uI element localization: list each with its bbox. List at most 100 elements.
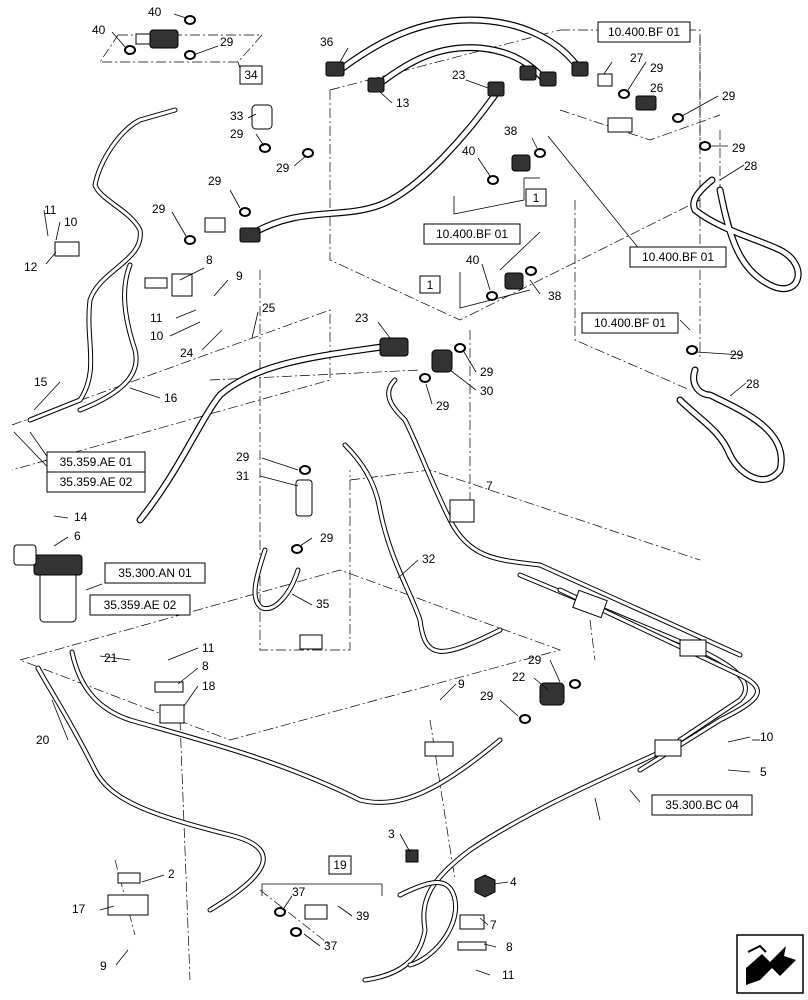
callout-7: 7 <box>490 918 497 932</box>
ref-35-300-bc-04[interactable]: 35.300.BC 04 <box>651 794 753 816</box>
callout-11: 11 <box>150 311 163 325</box>
callout-9: 9 <box>236 269 243 283</box>
callout-5: 5 <box>760 765 767 779</box>
svg-text:34: 34 <box>244 68 258 82</box>
callout-29: 29 <box>480 689 494 703</box>
callout-29: 29 <box>650 61 664 75</box>
svg-text:19: 19 <box>333 858 347 872</box>
svg-text:1: 1 <box>533 191 540 205</box>
callout-29: 29 <box>436 399 450 413</box>
fittings <box>13 29 707 951</box>
ref-35-359-ae-02-filter[interactable]: 35.359.AE 02 <box>89 594 191 616</box>
callout-27: 27 <box>630 51 644 65</box>
callout-29: 29 <box>220 35 234 49</box>
pipes <box>27 107 760 983</box>
callout-24: 24 <box>180 346 194 360</box>
callout-9: 9 <box>458 677 465 691</box>
ref-10-400-bf-01-mid[interactable]: 10.400.BF 01 <box>423 223 521 245</box>
o-rings <box>124 15 711 937</box>
callout-8: 8 <box>206 253 213 267</box>
svg-text:35.300.AN 01: 35.300.AN 01 <box>118 566 192 580</box>
callout-29: 29 <box>230 127 244 141</box>
callout-29: 29 <box>276 161 290 175</box>
callout-29: 29 <box>528 653 542 667</box>
callout-29: 29 <box>236 450 250 464</box>
callout-36: 36 <box>320 35 334 49</box>
callout-11: 11 <box>44 203 57 217</box>
callout-9: 9 <box>100 959 107 973</box>
callout-17: 17 <box>72 902 86 916</box>
callout-8: 8 <box>202 659 209 673</box>
callout-10: 10 <box>760 730 774 744</box>
ref-10-400-bf-01-top[interactable]: 10.400.BF 01 <box>597 21 691 43</box>
callout-23: 23 <box>452 68 466 82</box>
svg-text:35.359.AE 01: 35.359.AE 01 <box>60 455 133 469</box>
callout-38: 38 <box>504 124 518 138</box>
ref-35-359-ae-01[interactable]: 35.359.AE 01 <box>46 451 146 473</box>
callout-6: 6 <box>74 529 81 543</box>
next-page-arrow-icon[interactable] <box>736 934 804 994</box>
callout-32: 32 <box>422 552 436 566</box>
boxed-number-19: 19 <box>328 855 352 875</box>
callout-26: 26 <box>650 81 664 95</box>
callout-14: 14 <box>74 510 88 524</box>
callout-29: 29 <box>208 174 222 188</box>
callout-29: 29 <box>732 141 746 155</box>
callout-10: 10 <box>64 215 78 229</box>
ref-10-400-bf-01-right[interactable]: 10.400.BF 01 <box>629 246 727 268</box>
callout-23: 23 <box>355 311 369 325</box>
callout-15: 15 <box>34 375 48 389</box>
callout-39: 39 <box>356 909 370 923</box>
callout-40: 40 <box>466 253 480 267</box>
ref-35-359-ae-02-left[interactable]: 35.359.AE 02 <box>46 471 146 493</box>
callout-29: 29 <box>722 89 736 103</box>
callout-28: 28 <box>746 377 760 391</box>
callout-3: 3 <box>388 827 395 841</box>
hoses <box>136 16 802 524</box>
callout-21: 21 <box>104 651 118 665</box>
callout-10: 10 <box>150 329 164 343</box>
svg-text:35.300.BC 04: 35.300.BC 04 <box>665 798 739 812</box>
callout-8: 8 <box>506 940 513 954</box>
callout-29: 29 <box>480 365 494 379</box>
callout-11: 11 <box>502 968 515 982</box>
callout-22: 22 <box>512 670 526 684</box>
callout-29: 29 <box>320 531 334 545</box>
callout-35: 35 <box>316 597 330 611</box>
callout-40: 40 <box>92 23 106 37</box>
svg-text:10.400.BF 01: 10.400.BF 01 <box>594 316 666 330</box>
callout-18: 18 <box>202 679 216 693</box>
callout-25: 25 <box>262 301 276 315</box>
svg-text:1: 1 <box>427 278 434 292</box>
callout-4: 4 <box>510 875 517 889</box>
leader-lines <box>13 13 760 976</box>
callout-labels: 40 40 29 36 13 23 33 29 29 27 29 26 29 2… <box>24 5 774 982</box>
callout-37: 37 <box>324 939 338 953</box>
ref-35-300-an-01[interactable]: 35.300.AN 01 <box>104 562 206 584</box>
callout-29: 29 <box>152 202 166 216</box>
ref-10-400-bf-01-low[interactable]: 10.400.BF 01 <box>581 312 679 334</box>
boxed-number-34: 34 <box>239 65 263 85</box>
callout-13: 13 <box>396 96 410 110</box>
callout-16: 16 <box>164 391 178 405</box>
callout-20: 20 <box>36 733 50 747</box>
callout-38: 38 <box>548 289 562 303</box>
callout-11: 11 <box>202 641 215 655</box>
callout-31: 31 <box>236 469 250 483</box>
callout-12: 12 <box>24 260 38 274</box>
callout-40: 40 <box>462 144 476 158</box>
boxed-number-1-lower: 1 <box>419 275 441 294</box>
callout-37: 37 <box>292 885 306 899</box>
boxed-number-1-upper: 1 <box>525 188 547 207</box>
callout-33: 33 <box>230 109 244 123</box>
callout-28: 28 <box>744 159 758 173</box>
guide-lines <box>11 29 741 981</box>
callout-29: 29 <box>730 348 744 362</box>
svg-text:10.400.BF 01: 10.400.BF 01 <box>436 227 508 241</box>
callout-7: 7 <box>486 479 493 493</box>
svg-text:35.359.AE 02: 35.359.AE 02 <box>60 475 133 489</box>
callout-2: 2 <box>168 867 175 881</box>
callout-40: 40 <box>148 5 162 19</box>
callout-30: 30 <box>480 384 494 398</box>
